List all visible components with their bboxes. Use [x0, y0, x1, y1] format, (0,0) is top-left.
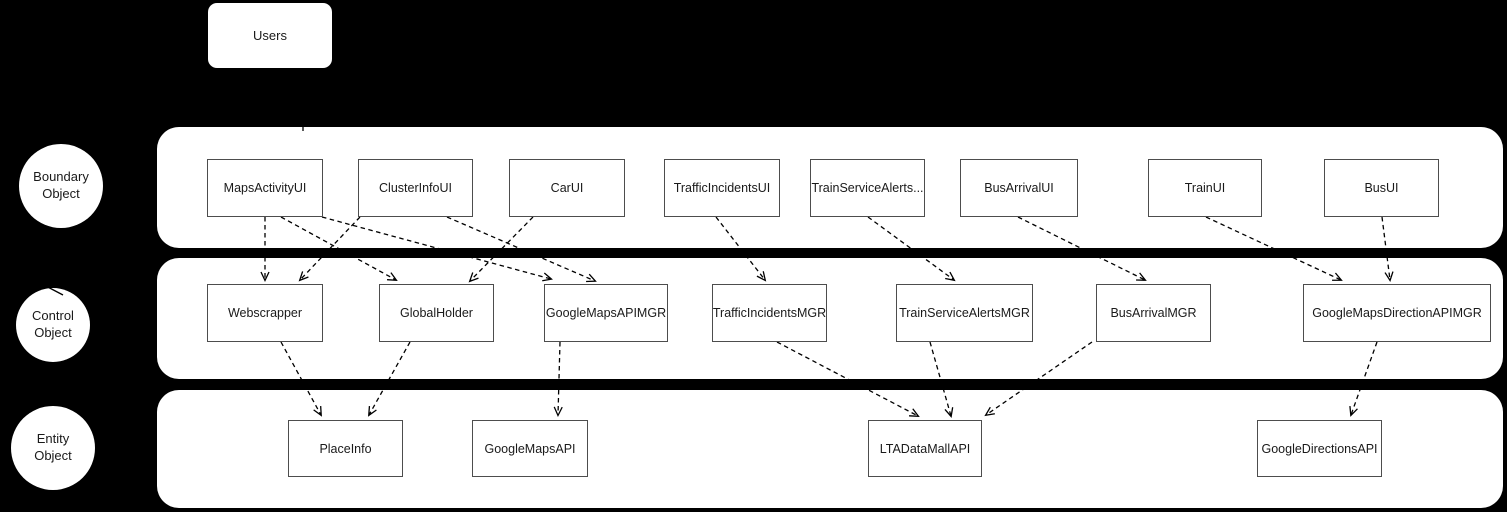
- node-cluster-info-ui[interactable]: ClusterInfoUI: [358, 159, 473, 217]
- node-traffic-incidents-ui[interactable]: TrafficIncidentsUI: [664, 159, 780, 217]
- icon-label-line: Object: [42, 186, 80, 201]
- node-bus-arrival-mgr[interactable]: BusArrivalMGR: [1096, 284, 1211, 342]
- node-maps-activity-ui[interactable]: MapsActivityUI: [207, 159, 323, 217]
- node-bus-arrival-ui[interactable]: BusArrivalUI: [960, 159, 1078, 217]
- entity-object-icon: Entity Object: [11, 406, 95, 490]
- node-label: CarUI: [550, 181, 584, 195]
- node-label: BusUI: [1364, 181, 1399, 195]
- icon-label-line: Object: [34, 325, 72, 340]
- node-users[interactable]: Users: [208, 3, 332, 68]
- node-traffic-incidents-mgr[interactable]: TrafficIncidentsMGR: [712, 284, 827, 342]
- node-train-ui[interactable]: TrainUI: [1148, 159, 1262, 217]
- node-label: LTADataMallAPI: [879, 441, 971, 456]
- node-train-service-alerts-ui[interactable]: TrainServiceAlerts...: [810, 159, 925, 217]
- icon-label-line: Object: [34, 448, 72, 463]
- node-label: GlobalHolder: [400, 306, 473, 320]
- node-label: ClusterInfoUI: [379, 181, 452, 195]
- lane-control-objects: [157, 258, 1503, 379]
- node-global-holder[interactable]: GlobalHolder: [379, 284, 494, 342]
- node-label: TrafficIncidentsUI: [673, 181, 771, 195]
- node-label: BusArrivalMGR: [1110, 306, 1197, 320]
- node-label: BusArrivalUI: [984, 181, 1054, 195]
- node-webscrapper[interactable]: Webscrapper: [207, 284, 323, 342]
- node-google-maps-api-mgr[interactable]: GoogleMapsAPIMGR: [544, 284, 668, 342]
- node-label: TrainServiceAlerts...: [811, 181, 924, 195]
- node-car-ui[interactable]: CarUI: [509, 159, 625, 217]
- node-label: MapsActivityUI: [223, 181, 307, 195]
- node-label: PlaceInfo: [319, 441, 372, 456]
- node-google-directions-api[interactable]: GoogleDirectionsAPI: [1257, 420, 1382, 477]
- icon-label-line: Control: [32, 308, 74, 324]
- node-label: TrainUI: [1184, 181, 1226, 195]
- icon-label-line: Entity: [36, 431, 70, 447]
- node-place-info[interactable]: PlaceInfo: [288, 420, 403, 477]
- node-google-maps-api[interactable]: GoogleMapsAPI: [472, 420, 588, 477]
- node-train-service-alerts-mgr[interactable]: TrainServiceAlertsMGR: [896, 284, 1033, 342]
- node-label: Users: [253, 28, 287, 43]
- icon-label-line: Boundary: [33, 169, 89, 185]
- node-google-maps-direction-api-mgr[interactable]: GoogleMapsDirectionAPIMGR: [1303, 284, 1491, 342]
- node-label: TrafficIncidentsMGR: [712, 306, 827, 320]
- node-label: GoogleMapsDirectionAPIMGR: [1312, 306, 1482, 320]
- node-label: GoogleMapsAPI: [484, 441, 576, 456]
- node-bus-ui[interactable]: BusUI: [1324, 159, 1439, 217]
- control-object-icon: Control Object: [16, 288, 90, 362]
- node-label: Webscrapper: [227, 306, 303, 320]
- node-label: TrainServiceAlertsMGR: [899, 306, 1030, 320]
- boundary-object-icon: Boundary Object: [19, 144, 103, 228]
- node-label: GoogleMapsAPIMGR: [545, 306, 667, 320]
- node-lta-data-mall-api[interactable]: LTADataMallAPI: [868, 420, 982, 477]
- node-label: GoogleDirectionsAPI: [1261, 441, 1378, 456]
